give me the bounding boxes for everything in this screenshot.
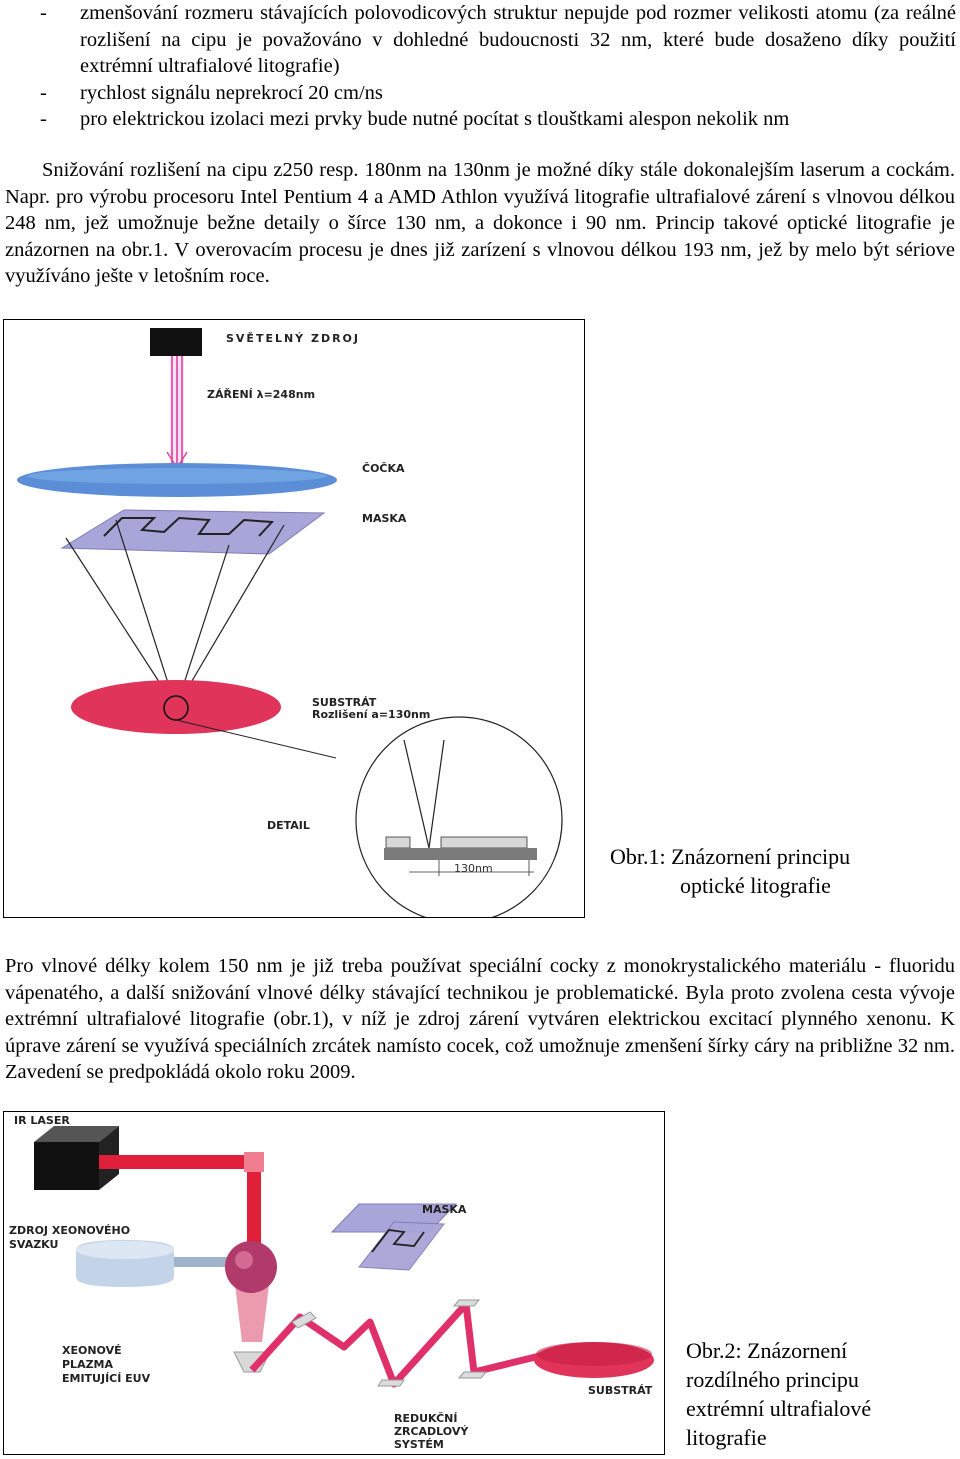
figure-optical-lithography: SVĚTELNÝ ZDROJ ZÁŘENÍ λ=248nm ČOČKA MASK…	[3, 319, 585, 924]
label-resolution: Rozlišení a=130nm	[312, 708, 430, 721]
laser-beam	[99, 1155, 261, 1252]
mirror	[377, 1379, 405, 1387]
mirror	[457, 1371, 488, 1379]
ray-line	[403, 739, 430, 849]
paragraph-text: Pro vlnové délky kolem 150 nm je již tre…	[5, 955, 955, 1083]
mask-plate	[60, 509, 326, 555]
bullet-dash: -	[40, 108, 47, 130]
caption-line: Obr.2: Znázornení	[686, 1338, 848, 1363]
ray-line	[115, 519, 177, 709]
bullet-text: pro elektrickou izolaci mezi prvky bude …	[80, 108, 790, 130]
substrate-disc	[71, 680, 281, 734]
label-ir-laser: IR LASER	[14, 1114, 70, 1127]
detail-wafer	[384, 848, 537, 860]
label-plasma: XEONOVÉ	[62, 1344, 122, 1357]
label-light-source: SVĚTELNÝ ZDROJ	[226, 332, 360, 345]
laser-box-top	[34, 1126, 119, 1142]
diagram-optical-lithography: SVĚTELNÝ ZDROJ ZÁŘENÍ λ=248nm ČOČKA MASK…	[17, 328, 563, 924]
ray-line	[428, 739, 445, 849]
ray-line	[65, 537, 177, 709]
caption-line: litografie	[686, 1425, 767, 1450]
figure-caption: Obr.2: Znázornení rozdílného principu ex…	[686, 1336, 871, 1452]
caption-line: extrémní ultrafialové	[686, 1396, 872, 1421]
bullet-text: rychlost signálu neprekrocí 20 cm/ns	[80, 81, 383, 104]
label-lens: ČOČKA	[362, 462, 405, 475]
label-mirror-system: SYSTÉM	[394, 1438, 444, 1451]
list-item: - pro elektrickou izolaci mezi prvky bud…	[0, 106, 960, 133]
caption-line: optické litografie	[680, 873, 831, 898]
mirror	[452, 1299, 481, 1307]
caption-line: rozdílného principu	[686, 1367, 859, 1392]
caption-line: Obr.1: Znázornení principu	[610, 844, 851, 869]
label-plasma: PLAZMA	[62, 1358, 114, 1371]
label-dimension: 130nm	[454, 862, 493, 875]
label-xenon-source: ZDROJ XEONOVÉHO	[9, 1224, 130, 1237]
bullet-dash: -	[40, 2, 47, 24]
label-mirror-system: ZRCADLOVÝ	[394, 1425, 469, 1438]
substrate-shadow	[536, 1342, 652, 1366]
plasma-ball	[225, 1241, 277, 1293]
bullet-list: - zmenšování rozmeru stávajících polovod…	[0, 0, 960, 133]
bullet-dash: -	[40, 81, 47, 104]
euv-beam-path	[249, 1300, 557, 1388]
diagram-euv-lithography: IR LASER ZDROJ XEONOVÉHO SVAZKU MASKA XE…	[9, 1114, 654, 1451]
mirror	[291, 1311, 317, 1329]
detail-feature	[385, 836, 411, 849]
ray-line	[175, 524, 285, 709]
mask-pattern	[371, 1229, 425, 1253]
bullet-text: zmenšování rozmeru stávajících polovodic…	[80, 2, 956, 77]
label-substrate: SUBSTRÁT	[588, 1384, 653, 1397]
label-plasma: EMITUJÍCÍ EUV	[62, 1372, 151, 1385]
mask-pattern	[103, 516, 275, 537]
label-mask: MASKA	[422, 1203, 467, 1216]
figure-caption: Obr.1: Znázornení principu optické litog…	[610, 842, 850, 900]
xenon-source-top	[76, 1241, 174, 1259]
detail-feature	[440, 836, 528, 849]
label-radiation: ZÁŘENÍ λ=248nm	[207, 388, 315, 401]
label-mirror-system: REDUKČNÍ	[394, 1412, 457, 1425]
paragraph-text: Snižování rozlišení na cipu z250 resp. 1…	[5, 159, 955, 287]
detail-circle	[355, 716, 563, 924]
detail-pointer-line	[175, 719, 337, 759]
list-item: - zmenšování rozmeru stávajících polovod…	[0, 0, 960, 80]
light-source-box	[150, 328, 202, 356]
plasma-highlight	[235, 1251, 253, 1269]
list-item: - rychlost signálu neprekrocí 20 cm/ns	[0, 80, 960, 107]
label-detail: DETAIL	[267, 819, 310, 832]
paragraph-optical-lithography: Snižování rozlišení na cipu z250 resp. 1…	[5, 157, 955, 290]
label-substrate: SUBSTRÁT	[312, 696, 377, 709]
figure-euv-lithography: IR LASER ZDROJ XEONOVÉHO SVAZKU MASKA XE…	[3, 1111, 665, 1455]
label-mask: MASKA	[362, 512, 407, 525]
paragraph-euv-lithography: Pro vlnové délky kolem 150 nm je již tre…	[5, 953, 955, 1086]
label-xenon-source: SVAZKU	[9, 1238, 58, 1251]
laser-box	[34, 1142, 99, 1190]
lens-highlight	[27, 468, 327, 484]
beam-corner	[244, 1152, 264, 1172]
